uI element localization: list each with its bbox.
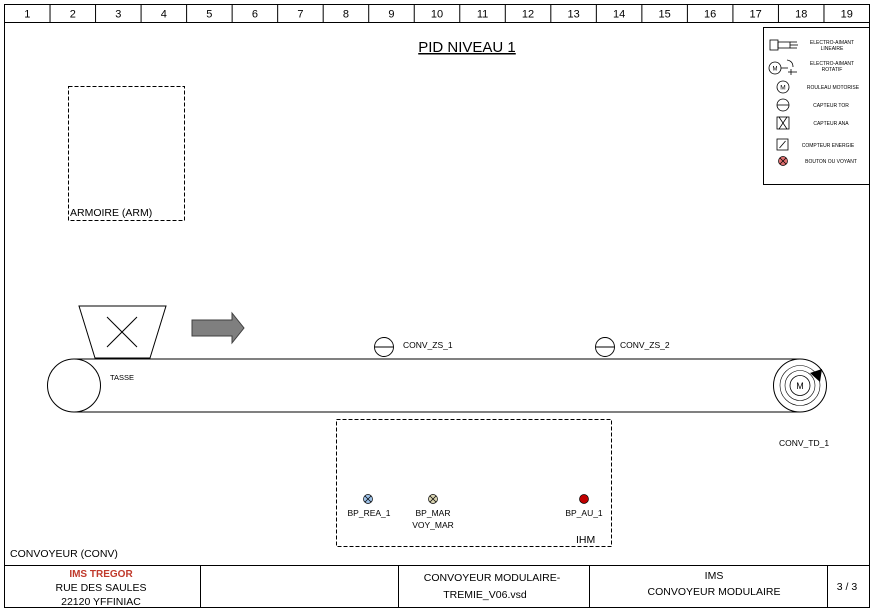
- legend-label-rotary-1: ELECTRO-AIMANT: [810, 61, 854, 67]
- column-number: 3: [115, 9, 121, 21]
- sensor-zs2-label: CONV_ZS_2: [620, 340, 670, 350]
- button-rea-icon[interactable]: [363, 494, 373, 504]
- legend-box: ELECTRO-AIMANT LINEAIRE M ELECTRO-AIMANT…: [763, 27, 870, 185]
- ihm-box[interactable]: [336, 419, 612, 547]
- title-block: [4, 565, 870, 608]
- armoire-box[interactable]: [68, 86, 185, 221]
- project-line-1: IMS: [705, 570, 724, 582]
- legend-label-energy: COMPTEUR ENERGIE: [802, 143, 855, 149]
- column-number: 7: [297, 9, 303, 21]
- company-name: IMS TREGOR: [69, 569, 133, 580]
- address-line-1: RUE DES SAULES: [55, 582, 146, 594]
- button-au-label: BP_AU_1: [565, 508, 603, 518]
- svg-text:M: M: [780, 85, 785, 92]
- column-number: 18: [795, 9, 807, 21]
- address-line-2: 22120 YFFINIAC: [61, 596, 141, 608]
- sensor-zs2-icon[interactable]: [595, 337, 615, 357]
- legend-label-button: BOUTON OU VOYANT: [805, 159, 857, 165]
- button-au-icon[interactable]: [579, 494, 589, 504]
- column-number: 11: [477, 9, 488, 21]
- direction-arrow-icon: [191, 311, 245, 345]
- column-number: 10: [431, 9, 443, 21]
- project-line-2: CONVOYEUR MODULAIRE: [647, 586, 780, 598]
- column-number: 12: [522, 9, 534, 21]
- button-rea-label: BP_REA_1: [348, 508, 391, 518]
- svg-text:M: M: [773, 67, 778, 73]
- page-title: PID NIVEAU 1: [418, 39, 516, 56]
- button-mar-icon[interactable]: [428, 494, 438, 504]
- convoyeur-label: CONVOYEUR (CONV): [10, 548, 118, 560]
- column-number: 9: [388, 9, 394, 21]
- light-mar-label: VOY_MAR: [412, 520, 454, 530]
- motor-roller-icon[interactable]: [773, 358, 827, 413]
- conveyor-belt[interactable]: [47, 358, 801, 413]
- column-number: 14: [613, 9, 625, 21]
- column-number: 19: [841, 9, 853, 21]
- column-number: 5: [206, 9, 212, 21]
- armoire-label: ARMOIRE (ARM): [70, 207, 152, 219]
- legend-label-linear-2: LINEAIRE: [821, 46, 844, 52]
- hopper-icon[interactable]: [78, 305, 167, 359]
- column-number: 6: [252, 9, 258, 21]
- motor-symbol: M: [796, 381, 804, 391]
- legend-label-linear-1: ELECTRO-AIMANT: [810, 40, 854, 46]
- motor-label: CONV_TD_1: [779, 438, 829, 448]
- energy-meter-icon: [776, 138, 789, 151]
- legend-label-roller: ROULEAU MOTORISE: [807, 85, 860, 91]
- button-light-icon: [778, 156, 788, 166]
- column-number: 4: [161, 9, 167, 21]
- idler-roller: [47, 358, 101, 413]
- column-number: 16: [704, 9, 716, 21]
- sheet-border: [4, 4, 870, 608]
- tasse-label: TASSE: [110, 373, 134, 382]
- column-number: 1: [24, 9, 30, 21]
- ihm-label: IHM: [576, 534, 595, 546]
- legend-frame: [763, 27, 870, 185]
- column-number: 8: [343, 9, 349, 21]
- column-number: 2: [70, 9, 76, 21]
- file-name-line-1: CONVOYEUR MODULAIRE-: [424, 572, 561, 584]
- column-number: 13: [567, 9, 579, 21]
- linear-electromagnet-icon: [769, 39, 798, 51]
- sensor-zs1-label: CONV_ZS_1: [403, 340, 453, 350]
- tor-sensor-icon: [776, 98, 790, 112]
- analog-sensor-icon: [776, 116, 790, 130]
- legend-label-tor: CAPTEUR TOR: [813, 103, 849, 109]
- legend-label-ana: CAPTEUR ANA: [813, 121, 849, 127]
- rotary-electromagnet-icon: M: [768, 59, 797, 75]
- motorized-roller-icon: M: [776, 80, 790, 94]
- page-number: 3 / 3: [837, 581, 858, 593]
- file-name-line-2: TREMIE_V06.vsd: [443, 589, 527, 601]
- column-number: 17: [750, 9, 762, 21]
- button-mar-label: BP_MAR: [416, 508, 451, 518]
- legend-label-rotary-2: ROTATIF: [822, 67, 843, 73]
- sensor-zs1-icon[interactable]: [374, 337, 394, 357]
- column-number: 15: [659, 9, 671, 21]
